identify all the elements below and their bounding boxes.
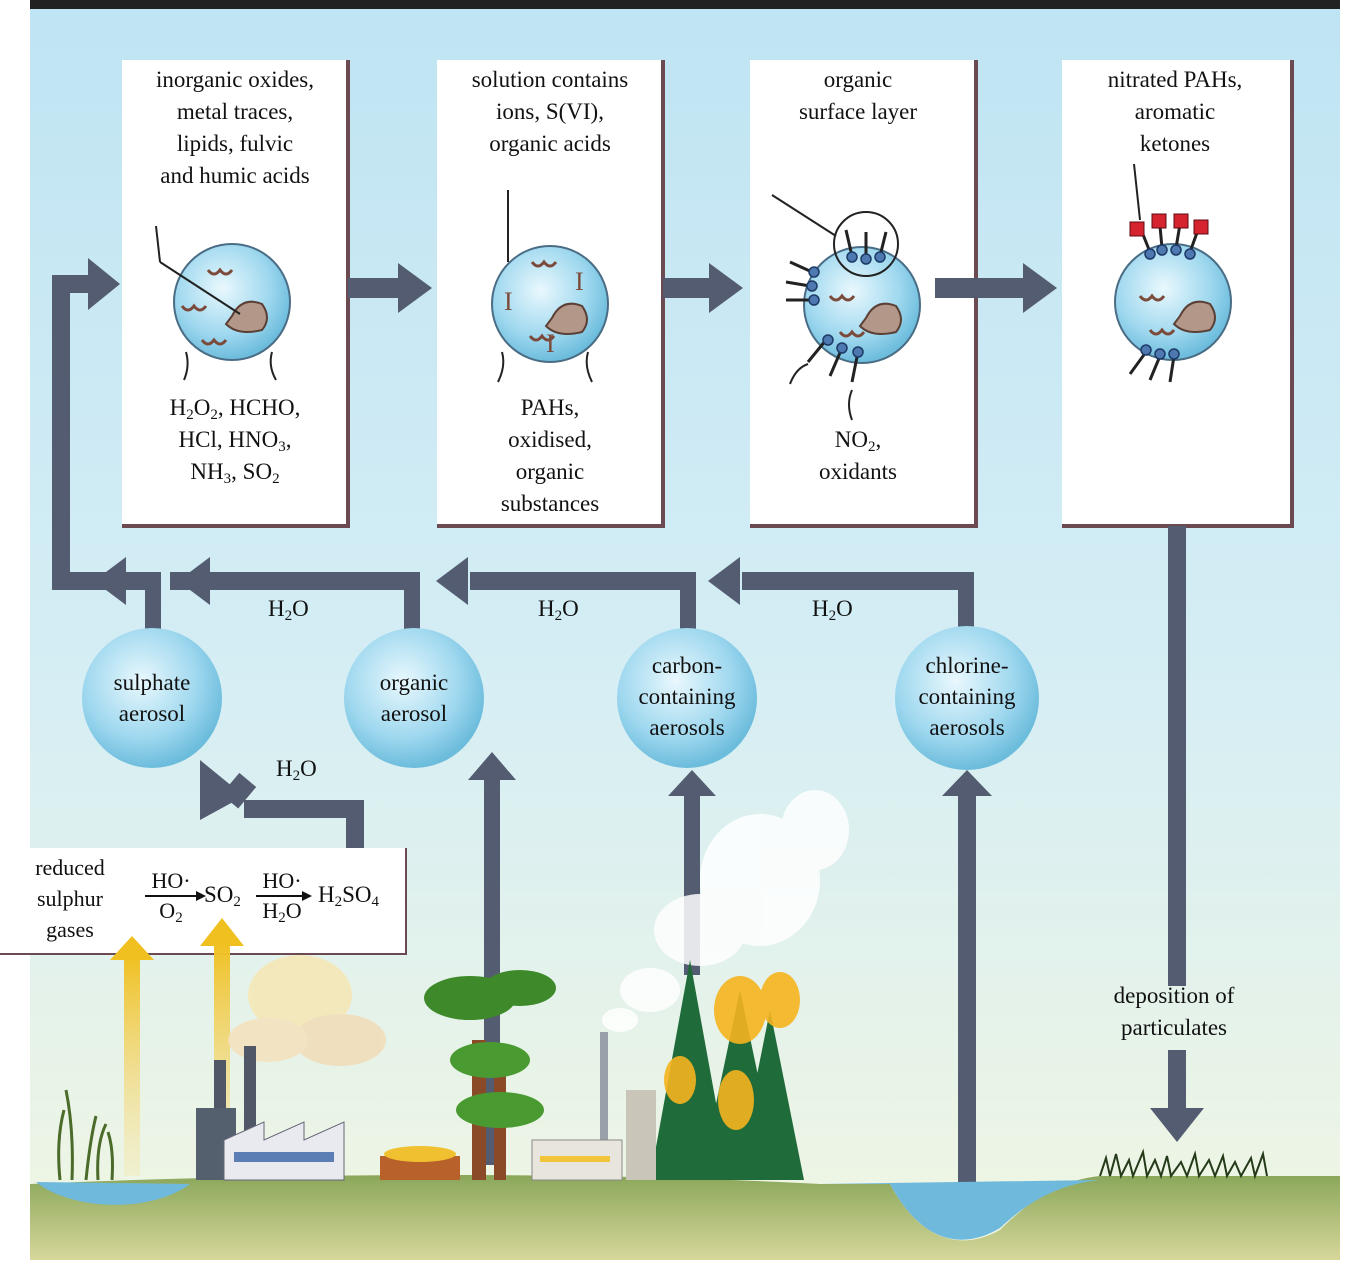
stage-1-bottom-label: H2O2, HCHO, HCl, HNO3, NH3, SO2 — [122, 392, 348, 488]
stage-3-bottom-label: NO2, oxidants — [750, 424, 966, 488]
power-station — [531, 1032, 656, 1181]
so2-intermediate: SO2 — [204, 882, 241, 910]
trees — [424, 960, 804, 1180]
water-label-2: H2O — [538, 596, 579, 624]
reaction-step-2: HO· H2O — [262, 868, 302, 926]
grass — [1099, 1148, 1268, 1180]
droplet-4 — [1114, 163, 1232, 383]
reaction-box — [0, 848, 406, 954]
water-arrows — [52, 557, 974, 632]
stage-4-top-label: nitrated PAHs, aromatic ketones — [1107, 67, 1243, 156]
droplet-1 — [155, 225, 291, 381]
return-arrow — [52, 258, 120, 590]
water-label-1: H2O — [268, 596, 309, 624]
reeds — [57, 1089, 114, 1181]
stage-3-top-label: organic surface layer — [798, 67, 918, 124]
stage-2-top-label: solution contains ions, S(VI), organic a… — [471, 67, 629, 156]
reactants-line-1: H2O2, HCHO, — [169, 395, 301, 423]
stage-arrows — [348, 263, 1057, 313]
stage-2-bottom-label: PAHs, oxidised, organic substances — [500, 395, 600, 516]
ground — [30, 1175, 1340, 1260]
crop-crate — [380, 1146, 460, 1180]
h2so4-product: H2SO4 — [318, 882, 380, 910]
aerosol-spheres — [82, 626, 1039, 770]
reactants-line-3: NH3, SO2 — [190, 459, 280, 487]
deposition-arrow — [1150, 526, 1204, 1142]
svg-text:I: I — [546, 329, 555, 358]
droplet-3 — [771, 194, 921, 421]
pond — [36, 1182, 190, 1205]
reactants-line-2: HCl, HNO3, — [178, 427, 292, 455]
water-label-4: H2O — [276, 756, 317, 784]
stage-1-top-label: inorganic oxides, metal traces, lipids, … — [156, 67, 314, 188]
droplet-2: I I I — [491, 190, 609, 383]
smoke-clouds — [228, 790, 849, 1066]
reaction-step-1: HO· O2 — [151, 868, 191, 926]
svg-text:I: I — [575, 267, 584, 296]
water-label-3: H2O — [812, 596, 853, 624]
no2-label: NO2, — [834, 427, 882, 455]
lake — [820, 1180, 1100, 1240]
factory — [196, 1046, 345, 1181]
svg-text:I: I — [504, 287, 513, 316]
